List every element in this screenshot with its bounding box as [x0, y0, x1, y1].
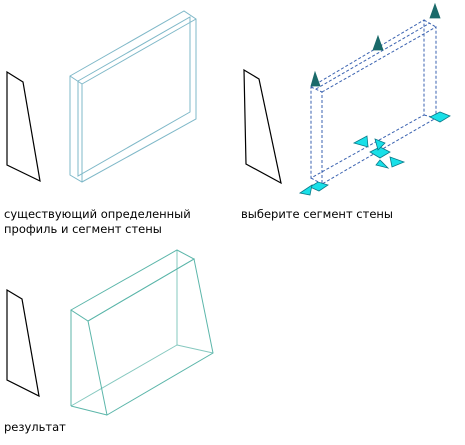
diamond-grip-icon[interactable]	[369, 146, 391, 159]
wall-segment-straight	[69, 10, 197, 183]
triangle-grip-icon[interactable]	[352, 135, 369, 148]
panel-result	[6, 249, 214, 416]
caption-existing-profile: существующий определенный профиль и сегм…	[4, 207, 191, 236]
panel-existing	[6, 10, 197, 183]
caption-select-wall: выберите сегмент стены	[241, 207, 393, 221]
profile-shape	[243, 68, 282, 185]
diamond-grip-icon[interactable]	[429, 111, 451, 123]
wall-segment-profiled	[70, 249, 214, 416]
triangle-grip-icon[interactable]	[310, 70, 321, 87]
triangle-grip-icon[interactable]	[375, 159, 390, 169]
triangle-grip-icon[interactable]	[429, 2, 441, 19]
triangle-grip-icon[interactable]	[298, 184, 313, 196]
panel-select	[243, 2, 451, 196]
triangle-grip-icon[interactable]	[389, 156, 406, 168]
triangle-grip-icon[interactable]	[374, 138, 386, 151]
profile-shape	[6, 70, 41, 183]
diamond-grip-icon[interactable]	[309, 181, 329, 192]
wall-segment-selected	[310, 19, 437, 185]
caption-result: результат	[4, 420, 66, 434]
triangle-grip-icon[interactable]	[372, 34, 384, 51]
profile-shape	[6, 288, 40, 398]
